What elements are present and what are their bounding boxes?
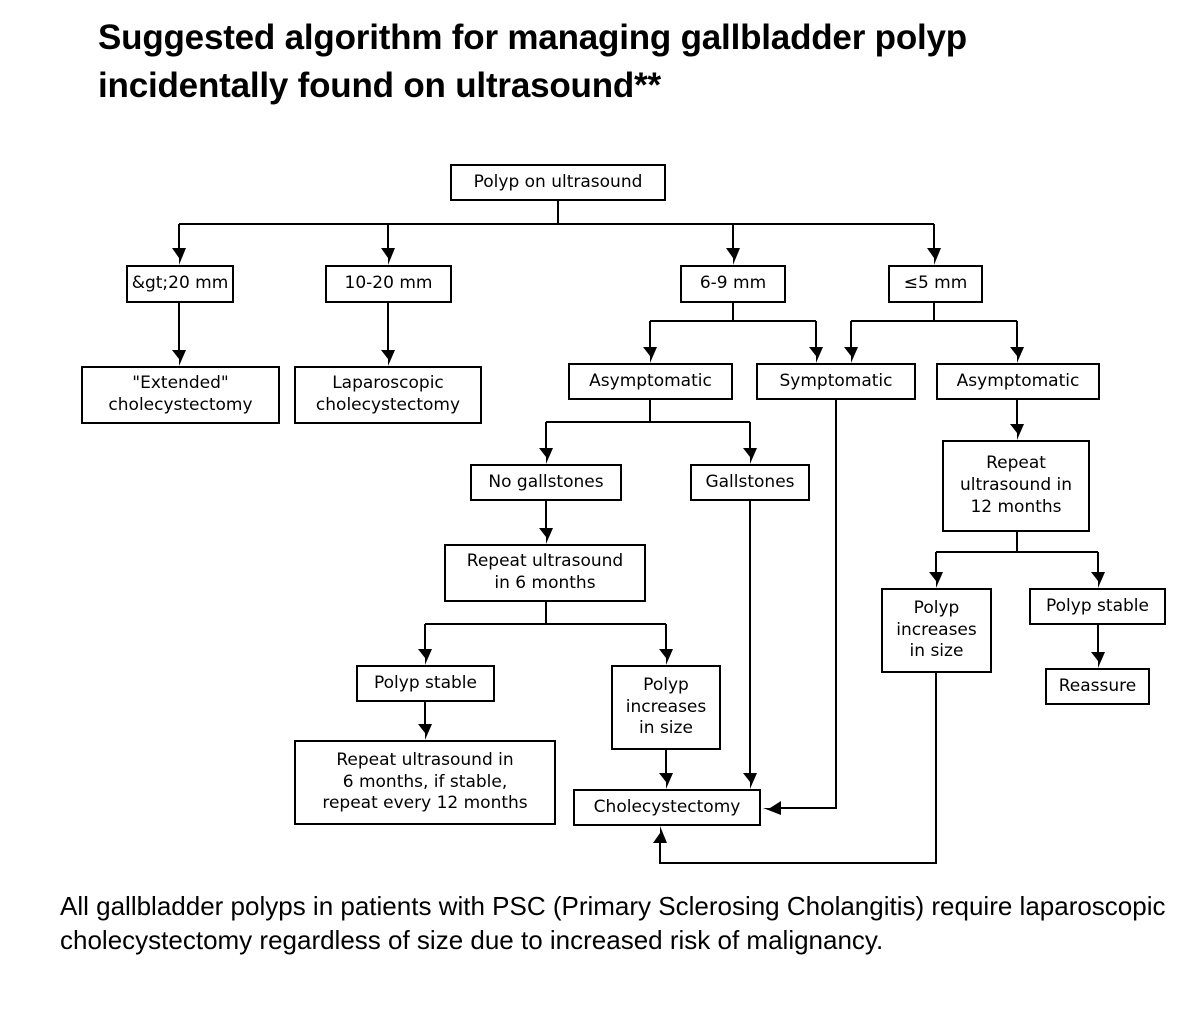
node-laparoscopic-cholecystectomy[interactable]: Laparoscopic cholecystectomy xyxy=(294,366,482,424)
node-reassure[interactable]: Reassure xyxy=(1045,668,1150,705)
page-title: Suggested algorithm for managing gallbla… xyxy=(98,18,967,105)
node-6-9-mm[interactable]: 6-9 mm xyxy=(680,265,786,303)
node-10-20-mm[interactable]: 10-20 mm xyxy=(325,265,452,303)
node-polyp-increases-in-size-12mo[interactable]: Polyp increases in size xyxy=(881,588,992,673)
node-lte-5-mm[interactable]: ≤5 mm xyxy=(888,265,983,303)
node-polyp-increases-in-size-6mo[interactable]: Polyp increases in size xyxy=(611,665,721,750)
node-gt-20-mm[interactable]: &gt;20 mm xyxy=(126,265,234,303)
node-polyp-on-ultrasound[interactable]: Polyp on ultrasound xyxy=(450,164,666,201)
figure-caption: All gallbladder polyps in patients with … xyxy=(60,891,1166,955)
node-polyp-stable-12mo[interactable]: Polyp stable xyxy=(1029,588,1166,625)
node-asymptomatic-6-9mm[interactable]: Asymptomatic xyxy=(568,363,733,400)
node-repeat-ultrasound-6-months-if-stable[interactable]: Repeat ultrasound in 6 months, if stable… xyxy=(294,740,556,825)
node-repeat-ultrasound-6-months[interactable]: Repeat ultrasound in 6 months xyxy=(444,544,646,602)
node-no-gallstones[interactable]: No gallstones xyxy=(470,464,622,501)
node-repeat-ultrasound-12-months[interactable]: Repeat ultrasound in 12 months xyxy=(942,440,1090,532)
node-symptomatic[interactable]: Symptomatic xyxy=(756,363,916,400)
node-cholecystectomy[interactable]: Cholecystectomy xyxy=(573,789,761,826)
node-asymptomatic-lte5mm[interactable]: Asymptomatic xyxy=(936,363,1100,400)
node-extended-cholecystectomy[interactable]: "Extended" cholecystectomy xyxy=(81,366,280,424)
node-gallstones[interactable]: Gallstones xyxy=(690,464,810,501)
node-polyp-stable-6mo[interactable]: Polyp stable xyxy=(356,665,495,702)
